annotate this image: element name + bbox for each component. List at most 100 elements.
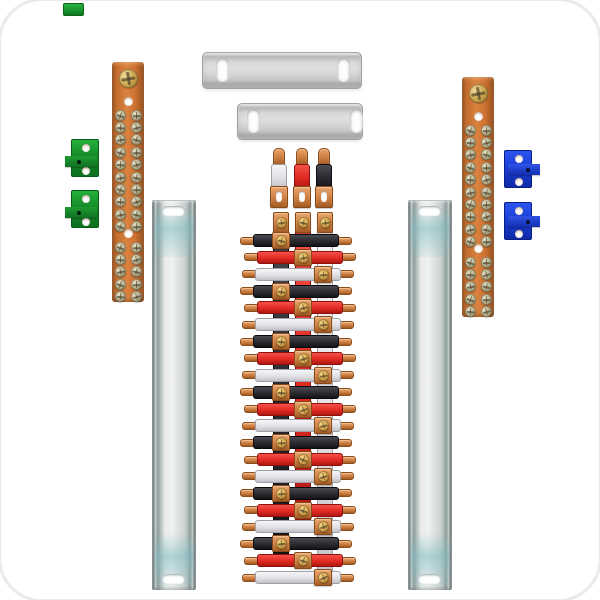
wire-hole (82, 195, 90, 203)
wire-hole (82, 218, 90, 226)
rail-slot-top (418, 206, 441, 216)
link-tip-right (339, 371, 354, 380)
terminal-screw (479, 135, 493, 150)
terminal-screw (479, 304, 493, 319)
terminal-screw (114, 253, 126, 266)
wire-hole (515, 230, 523, 238)
jumper-lug-slot (321, 191, 327, 202)
terminal-screw (129, 265, 143, 279)
terminal-screw (464, 173, 476, 186)
terminal-screw (130, 146, 142, 158)
terminal-screw (463, 197, 477, 212)
terminal-block-green-2 (65, 190, 99, 228)
terminal-screw (480, 235, 492, 248)
terminal-screw (129, 289, 143, 304)
terminal-screw (129, 252, 143, 267)
terminal-screw (480, 256, 492, 268)
terminal-screw (463, 255, 477, 269)
link-tip-right (337, 438, 352, 447)
link-phillips-screw (275, 487, 287, 500)
din-rail-left (152, 200, 196, 590)
link-tip-right (341, 506, 356, 515)
terminal-screw (113, 265, 127, 279)
terminal-screw (479, 280, 493, 294)
link-phillips-screw (275, 437, 287, 449)
copper-busbar-left (112, 62, 144, 304)
link-tip-right (337, 337, 352, 346)
link-body (253, 436, 339, 450)
busbar-mount-hole (123, 96, 133, 106)
link-tip-right (339, 522, 354, 531)
link-phillips-screw (317, 268, 329, 281)
terminal-screw (463, 160, 477, 175)
mounting-bracket-1 (202, 52, 362, 89)
wire-hole (82, 167, 90, 175)
link-body (253, 284, 339, 298)
link-tip-right (339, 573, 354, 582)
bracket-slot-hole (216, 58, 229, 82)
terminal-screw (130, 241, 142, 253)
terminal-screw (463, 280, 477, 294)
terminal-screw (113, 133, 127, 147)
mounting-bracket-2 (237, 103, 363, 140)
clamp-screw-dot (526, 168, 530, 172)
clamp-band (65, 156, 97, 167)
terminal-screw (479, 148, 493, 162)
link-phillips-screw (274, 284, 288, 298)
terminal-block-green-1 (65, 139, 99, 177)
rail-slot-top (162, 206, 185, 216)
terminal-screw (480, 161, 492, 173)
strip-top-screw (274, 215, 288, 229)
clamp-screw-dot (77, 211, 81, 215)
terminal-screw (129, 157, 143, 172)
link-body (253, 537, 339, 551)
terminal-screw (114, 290, 126, 303)
rail-slot-bottom (418, 574, 441, 584)
terminal-screw (463, 185, 477, 199)
terminal-screw (113, 170, 127, 184)
terminal-screw (463, 222, 477, 236)
jumper-lug-slot (299, 191, 305, 202)
wire-hole (82, 144, 90, 152)
link-tip-right (337, 539, 352, 548)
wire-hole (515, 155, 523, 163)
terminal-screw (479, 267, 493, 282)
strip-top-screw (318, 215, 332, 229)
link-body (253, 385, 339, 399)
green-chip (63, 3, 84, 16)
terminal-screw (130, 220, 142, 233)
terminal-screw (479, 209, 493, 224)
clamp-band (508, 164, 540, 175)
link-tip-right (341, 354, 356, 363)
bracket-slot-hole (337, 58, 350, 82)
link-tip-right (339, 421, 354, 430)
link-tip-right (341, 303, 356, 312)
bracket-slot-hole (247, 109, 260, 133)
terminal-screw (130, 183, 142, 196)
terminal-screw (479, 185, 493, 199)
rail-slot-bottom (162, 574, 185, 584)
link-tip-right (337, 489, 352, 498)
terminal-screw (114, 195, 126, 208)
terminal-screw (113, 182, 127, 197)
terminal-screw (113, 207, 127, 221)
terminal-screw (113, 277, 127, 292)
terminal-screw (463, 123, 477, 137)
clamp-screw-dot (526, 220, 530, 224)
terminal-screw (479, 172, 493, 187)
terminal-screw (129, 133, 143, 147)
terminal-screw (129, 194, 143, 209)
terminal-screw (113, 240, 127, 254)
terminal-block-blue-1 (504, 150, 540, 188)
busbar-mount-hole (123, 228, 133, 238)
terminal-screw (464, 210, 476, 223)
link-tip-right (339, 320, 354, 329)
bracket-slot-hole (350, 109, 363, 133)
link-phillips-screw (275, 386, 287, 398)
link-tip-right (337, 287, 352, 296)
busbar-mount-hole (473, 111, 483, 121)
terminal-screw (129, 207, 143, 221)
clamp-band (508, 216, 540, 227)
clamp-band (65, 207, 97, 218)
link-body (253, 234, 339, 247)
